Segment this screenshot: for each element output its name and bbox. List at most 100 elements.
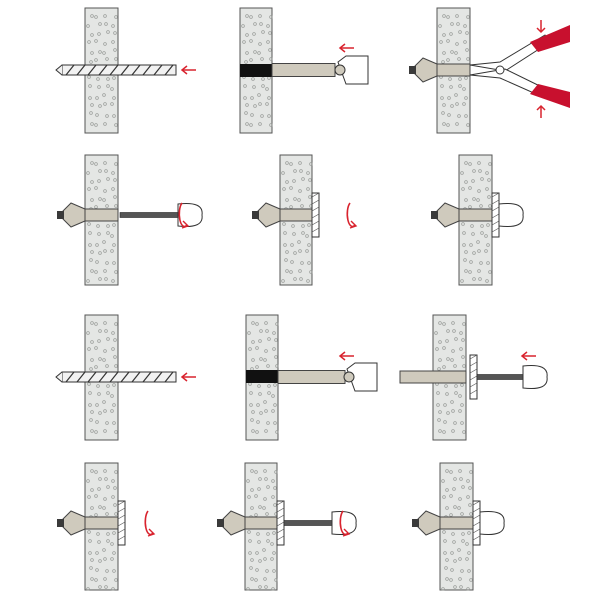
rotation-arrow-icon xyxy=(339,510,351,537)
wall-dot xyxy=(245,33,249,37)
wall-dot xyxy=(451,409,455,413)
wall-dot xyxy=(89,566,93,570)
wall-dot xyxy=(461,222,465,226)
wall-dot xyxy=(462,102,466,106)
wall-dot xyxy=(112,569,116,573)
fixture-hatch xyxy=(469,382,478,388)
wall-dot xyxy=(265,329,269,333)
wall-dot xyxy=(467,551,471,555)
wall-dot xyxy=(308,178,312,182)
wall-dot xyxy=(106,231,110,235)
wall-dot xyxy=(299,169,303,173)
anchor-sleeve xyxy=(271,63,336,77)
wall-dot xyxy=(265,512,269,516)
wall-dot xyxy=(114,204,118,208)
wall-dot xyxy=(94,162,98,166)
step-panel-2 xyxy=(239,7,369,134)
wall-dot xyxy=(105,57,109,61)
wall-dot xyxy=(114,578,118,582)
wall-dot xyxy=(111,347,115,351)
wall-dot xyxy=(90,33,94,37)
wall-dot xyxy=(476,240,480,244)
wall-dot xyxy=(88,243,92,247)
wall-dot xyxy=(446,39,450,43)
fixture-hatch xyxy=(491,213,500,219)
wall-dot xyxy=(90,506,94,510)
rotation-arrow-icon xyxy=(346,202,358,229)
wall-dot xyxy=(453,364,457,368)
wall-dot xyxy=(251,77,255,81)
wall-dot xyxy=(111,331,115,335)
wall-dot xyxy=(113,48,117,52)
fixture-hatch xyxy=(117,507,126,513)
fixture-hatch xyxy=(491,199,500,205)
wall-dot xyxy=(248,551,252,555)
fixture-hatch xyxy=(311,213,320,219)
wall-dot xyxy=(102,240,106,244)
wall-dot xyxy=(460,279,464,283)
wall-dot xyxy=(257,540,261,544)
wall-dot xyxy=(106,84,110,88)
wall-dot xyxy=(299,277,303,281)
wall-dot xyxy=(263,469,267,473)
wall-dot xyxy=(289,205,293,209)
drill-flute xyxy=(65,64,75,76)
wall-dot xyxy=(266,421,270,425)
wall-dot xyxy=(458,469,462,473)
wall-dot xyxy=(465,31,469,35)
wall-dot xyxy=(267,391,271,395)
wall-dot xyxy=(103,161,107,165)
wall-dot xyxy=(301,177,305,181)
wall-dot xyxy=(106,539,110,543)
wall-dot xyxy=(90,14,94,18)
wall-dot xyxy=(255,568,259,572)
anchor-legs xyxy=(62,510,86,536)
wall-dot xyxy=(90,161,94,165)
wall-dot xyxy=(443,403,447,407)
wall-dot xyxy=(90,103,94,107)
wall-dot xyxy=(477,269,481,273)
wall-dot xyxy=(90,180,94,184)
wall-dot xyxy=(90,577,94,581)
wall-dot xyxy=(446,357,450,361)
wall-dot xyxy=(98,559,102,563)
wall-dot xyxy=(285,180,289,184)
wall-dot xyxy=(267,384,271,388)
wall-dot xyxy=(112,383,116,387)
fixture-hatch xyxy=(311,227,320,233)
wall-dot xyxy=(88,84,92,88)
wall-dot xyxy=(114,364,118,368)
wall-dot xyxy=(466,57,470,61)
wall-dot xyxy=(112,96,116,100)
wall-dot xyxy=(448,77,452,81)
fixture-hatch xyxy=(276,514,285,520)
wall-dot xyxy=(453,477,457,481)
wall-dot xyxy=(461,355,465,359)
wall-dot xyxy=(271,394,275,398)
wall-dot xyxy=(244,60,248,64)
wall-dot xyxy=(281,279,285,283)
wall-dot xyxy=(298,249,302,253)
expanded-anchor-legs xyxy=(409,57,438,83)
wall-dot xyxy=(271,409,275,413)
drill-flute xyxy=(142,64,152,76)
wall-dot xyxy=(96,77,100,81)
wall-dot xyxy=(444,566,448,570)
wall-dot xyxy=(442,430,446,434)
wall-dot xyxy=(298,161,302,165)
fixture-hatch xyxy=(472,528,481,534)
wall-dot xyxy=(245,51,249,55)
wall-dot xyxy=(87,40,91,44)
drill-bit xyxy=(55,371,177,383)
wall-dot xyxy=(266,539,270,543)
wall-dot xyxy=(86,479,90,483)
wall-dot xyxy=(446,58,450,62)
wall-dot xyxy=(114,512,118,516)
wall-dot xyxy=(111,171,115,175)
wall-dot xyxy=(274,338,278,342)
wall-dot xyxy=(110,87,114,91)
wall-dot xyxy=(457,114,461,118)
wall-dot xyxy=(250,488,254,492)
wall-dot xyxy=(273,383,277,387)
wall-dot xyxy=(247,495,251,499)
